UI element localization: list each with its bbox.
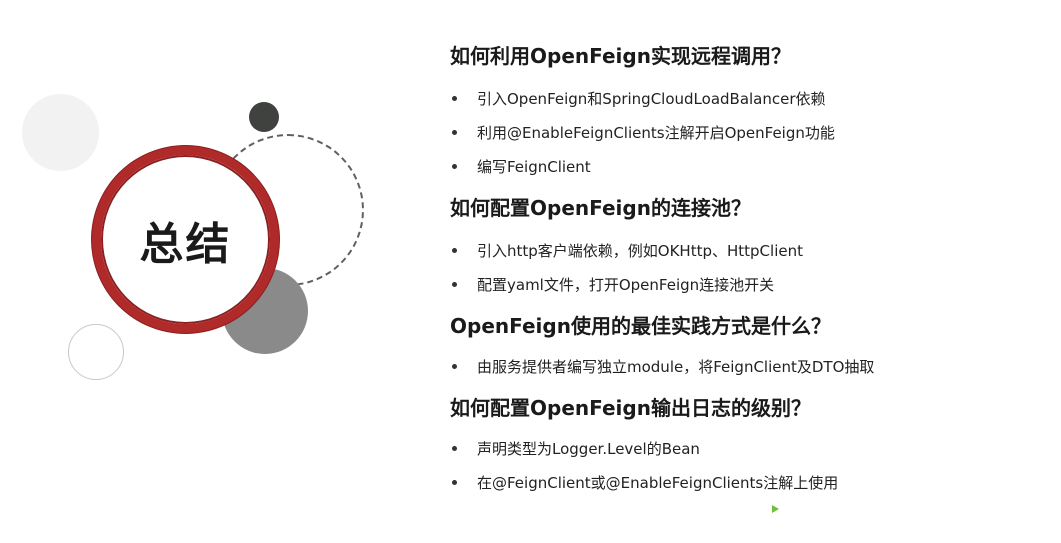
summary-badge: 总结 <box>92 146 279 333</box>
bullet-text: 配置yaml文件，打开OpenFeign连接池开关 <box>477 276 775 294</box>
section-title: 如何利用OpenFeign实现远程调用？ <box>450 44 791 68</box>
bullet-text: 由服务提供者编写独立module，将FeignClient及DTO抽取 <box>477 358 875 376</box>
bullet-list: 由服务提供者编写独立module，将FeignClient及DTO抽取 <box>450 350 1050 384</box>
bullet-item: 利用@EnableFeignClients注解开启OpenFeign功能 <box>450 116 1050 150</box>
bullet-text: 声明类型为Logger.Level的Bean <box>477 440 700 458</box>
summary-content: 如何利用OpenFeign实现远程调用？ 引入OpenFeign和SpringC… <box>450 38 1050 506</box>
bullet-text: 编写FeignClient <box>477 158 591 176</box>
section-best-practice: OpenFeign使用的最佳实践方式是什么？ 由服务提供者编写独立module，… <box>450 308 1050 384</box>
section-log-level: 如何配置OpenFeign输出日志的级别？ 声明类型为Logger.Level的… <box>450 390 1050 500</box>
bullet-dot-icon <box>452 364 457 369</box>
bullet-text: 利用@EnableFeignClients注解开启OpenFeign功能 <box>477 124 835 142</box>
summary-title: 总结 <box>139 218 232 270</box>
section-connection-pool: 如何配置OpenFeign的连接池？ 引入http客户端依赖，例如OKHttp、… <box>450 190 1050 302</box>
bullet-dot-icon <box>452 130 457 135</box>
bullet-list: 引入http客户端依赖，例如OKHttp、HttpClient 配置yaml文件… <box>450 234 1050 302</box>
bullet-item: 配置yaml文件，打开OpenFeign连接池开关 <box>450 268 1050 302</box>
section-remote-call: 如何利用OpenFeign实现远程调用？ 引入OpenFeign和SpringC… <box>450 38 1050 184</box>
section-title: 如何配置OpenFeign输出日志的级别？ <box>450 396 811 420</box>
dark-dot-decoration <box>249 102 279 132</box>
bullet-dot-icon <box>452 248 457 253</box>
bullet-item: 在@FeignClient或@EnableFeignClients注解上使用 <box>450 466 1050 500</box>
bullet-dot-icon <box>452 480 457 485</box>
bullet-text: 引入OpenFeign和SpringCloudLoadBalancer依赖 <box>477 90 826 108</box>
bullet-text: 引入http客户端依赖，例如OKHttp、HttpClient <box>477 242 803 260</box>
bullet-dot-icon <box>452 282 457 287</box>
bullet-item: 编写FeignClient <box>450 150 1050 184</box>
bullet-list: 声明类型为Logger.Level的Bean 在@FeignClient或@En… <box>450 432 1050 500</box>
bullet-list: 引入OpenFeign和SpringCloudLoadBalancer依赖 利用… <box>450 82 1050 184</box>
bullet-text: 在@FeignClient或@EnableFeignClients注解上使用 <box>477 474 839 492</box>
bullet-item: 声明类型为Logger.Level的Bean <box>450 432 1050 466</box>
bullet-dot-icon <box>452 164 457 169</box>
bullet-item: 引入http客户端依赖，例如OKHttp、HttpClient <box>450 234 1050 268</box>
bullet-dot-icon <box>452 446 457 451</box>
bullet-dot-icon <box>452 96 457 101</box>
section-title: OpenFeign使用的最佳实践方式是什么？ <box>450 314 831 338</box>
section-title: 如何配置OpenFeign的连接池？ <box>450 196 751 220</box>
bullet-item: 引入OpenFeign和SpringCloudLoadBalancer依赖 <box>450 82 1050 116</box>
light-gray-circle-decoration <box>22 94 99 171</box>
mouse-cursor-icon <box>772 505 779 513</box>
bullet-item: 由服务提供者编写独立module，将FeignClient及DTO抽取 <box>450 350 1050 384</box>
outline-circle-decoration <box>68 324 124 380</box>
